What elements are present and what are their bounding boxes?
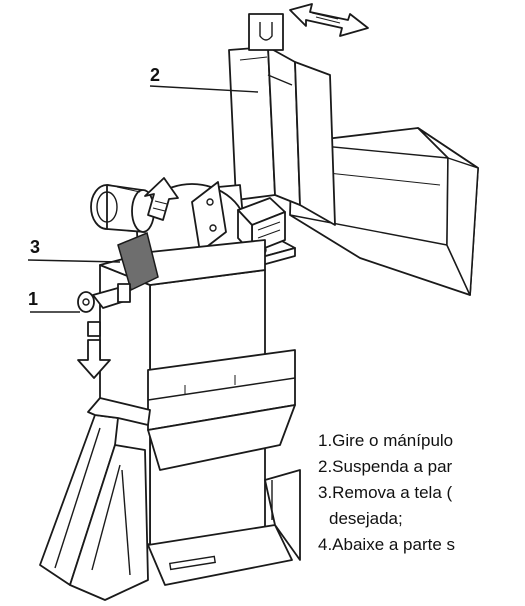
screen-part — [117, 231, 159, 292]
turn-down-arrow-icon — [77, 321, 111, 379]
left-support-leg — [39, 397, 151, 601]
knob-handle — [77, 283, 131, 313]
callout-1-label: 1 — [28, 289, 39, 309]
step-2: 2.Suspenda a par — [318, 457, 453, 476]
feed-chute — [289, 127, 479, 296]
callout-2-leader — [149, 85, 259, 93]
step-1: 1.Gire o mánípulo — [318, 431, 454, 450]
slide-direction-arrow-icon — [289, 3, 369, 37]
upper-feed-tube — [228, 13, 336, 226]
lift-up-arrow-icon — [144, 177, 179, 221]
callout-3-label: 3 — [30, 237, 41, 257]
motor — [90, 184, 155, 233]
base-stand — [147, 469, 301, 586]
instruction-steps: 1.Gire o mánípulo 2.Suspenda a par 3.Rem… — [318, 428, 525, 558]
step-4: 4.Abaixe a parte s — [318, 535, 456, 554]
hinged-lid — [191, 181, 227, 253]
callout-3-leader — [27, 259, 121, 263]
callout-2-label: 2 — [150, 65, 161, 85]
step-3-continuation: desejada; — [329, 509, 403, 528]
step-3: 3.Remova a tela ( — [318, 483, 453, 502]
